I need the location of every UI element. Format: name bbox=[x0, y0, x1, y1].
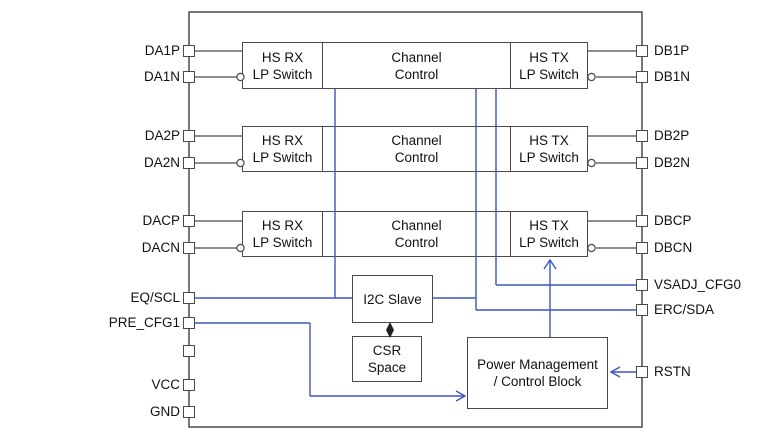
block-label: Power Management bbox=[477, 357, 598, 372]
pin-erc-sda bbox=[636, 304, 648, 316]
hs-tx-lp-switch-block: HS TX LP Switch bbox=[510, 212, 587, 256]
pin-db1n bbox=[636, 71, 648, 83]
pin-label-db1p: DB1P bbox=[654, 43, 690, 58]
block-label: Channel bbox=[391, 133, 442, 148]
block-label: HS TX bbox=[529, 49, 569, 65]
arrow-up-icon bbox=[386, 322, 394, 330]
block-label: LP Switch bbox=[252, 235, 313, 250]
power-management-control-block: Power Management / Control Block bbox=[467, 337, 608, 409]
block-label: LP Switch bbox=[519, 66, 579, 82]
channel-row-2: HS RX LP Switch Channel Control HS TX LP… bbox=[242, 126, 588, 172]
pin-label-eq-scl: EQ/SCL bbox=[130, 290, 180, 305]
pin-label-da1n: DA1N bbox=[143, 69, 180, 84]
block-label: Control bbox=[394, 66, 439, 82]
block-label: HS TX bbox=[529, 218, 569, 233]
pin-eq-scl bbox=[183, 292, 195, 304]
pin-dbcn bbox=[636, 242, 648, 254]
hs-rx-lp-switch-block: HS RX LP Switch bbox=[243, 212, 322, 256]
arrow-up-icon bbox=[543, 258, 557, 270]
pin-da2n bbox=[183, 157, 195, 169]
pin-unlabeled bbox=[183, 345, 195, 357]
pin-db2n bbox=[636, 157, 648, 169]
block-label: Channel bbox=[391, 49, 442, 65]
pin-label-vsadj-cfg0: VSADJ_CFG0 bbox=[654, 277, 742, 292]
pin-pre-cfg1 bbox=[183, 317, 195, 329]
erc-sda-wire bbox=[475, 89, 636, 311]
pin-vcc bbox=[183, 379, 195, 391]
channel-row-3: HS RX LP Switch Channel Control HS TX LP… bbox=[242, 211, 588, 257]
channel-control-block: Channel Control bbox=[322, 43, 510, 88]
block-label: LP Switch bbox=[519, 235, 579, 250]
block-label: LP Switch bbox=[252, 150, 313, 165]
pin-label-da1p: DA1P bbox=[144, 43, 180, 58]
block-label: Control bbox=[394, 235, 439, 250]
inverting-bubble-icon bbox=[587, 72, 596, 82]
block-label: LP Switch bbox=[252, 66, 313, 82]
block-label: Control bbox=[394, 150, 439, 165]
pin-label-dbcp: DBCP bbox=[654, 213, 692, 228]
hs-rx-lp-switch-block: HS RX LP Switch bbox=[243, 43, 322, 88]
block-label: HS RX bbox=[261, 133, 304, 148]
inverting-bubble-icon bbox=[587, 243, 596, 253]
block-label: HS RX bbox=[261, 218, 304, 233]
i2c-slave-block: I2C Slave bbox=[352, 275, 433, 323]
block-label: Space bbox=[367, 360, 407, 375]
hs-rx-lp-switch-block: HS RX LP Switch bbox=[243, 127, 322, 171]
pin-dacp bbox=[183, 215, 195, 227]
pin-label-da2p: DA2P bbox=[144, 128, 180, 143]
pin-label-gnd: GND bbox=[150, 404, 180, 419]
pre-cfg1-wire bbox=[195, 322, 464, 397]
block-label: I2C Slave bbox=[363, 291, 422, 307]
arrow-left-icon bbox=[609, 366, 621, 378]
block-label: LP Switch bbox=[519, 150, 579, 165]
pin-dbcp bbox=[636, 215, 648, 227]
channel-control-block: Channel Control bbox=[322, 127, 510, 171]
pin-db1p bbox=[636, 45, 648, 57]
pin-label-dbcn: DBCN bbox=[654, 240, 693, 255]
pin-gnd bbox=[183, 406, 195, 418]
hs-tx-lp-switch-block: HS TX LP Switch bbox=[510, 127, 587, 171]
pin-label-vcc: VCC bbox=[151, 377, 180, 392]
block-label: HS TX bbox=[529, 133, 569, 148]
inverting-bubble-icon bbox=[587, 158, 596, 168]
block-label: / Control Block bbox=[493, 374, 582, 389]
pin-da1p bbox=[183, 45, 195, 57]
pin-label-erc-sda: ERC/SDA bbox=[654, 302, 715, 317]
pin-rstn bbox=[636, 366, 648, 378]
csr-space-block: CSR Space bbox=[352, 336, 422, 382]
pin-label-db2n: DB2N bbox=[654, 155, 691, 170]
pin-label-rstn: RSTN bbox=[654, 364, 691, 379]
pin-dacn bbox=[183, 242, 195, 254]
pin-label-db2p: DB2P bbox=[654, 128, 690, 143]
pin-vsadj-cfg0 bbox=[636, 279, 648, 291]
pin-label-pre-cfg1: PRE_CFG1 bbox=[108, 315, 180, 330]
pin-da1n bbox=[183, 71, 195, 83]
pin-db2p bbox=[636, 130, 648, 142]
channel-row-1: HS RX LP Switch Channel Control HS TX LP… bbox=[242, 42, 588, 89]
pin-label-db1n: DB1N bbox=[654, 69, 691, 84]
arrow-right-icon bbox=[455, 390, 467, 402]
pin-da2p bbox=[183, 130, 195, 142]
pin-label-da2n: DA2N bbox=[143, 155, 180, 170]
hs-tx-lp-switch-block: HS TX LP Switch bbox=[510, 43, 587, 88]
pin-label-dacn: DACN bbox=[141, 240, 180, 255]
block-label: Channel bbox=[391, 218, 442, 233]
block-label: HS RX bbox=[261, 49, 304, 65]
channel-control-block: Channel Control bbox=[322, 212, 510, 256]
pin-label-dacp: DACP bbox=[142, 213, 180, 228]
block-label: CSR bbox=[372, 343, 402, 358]
